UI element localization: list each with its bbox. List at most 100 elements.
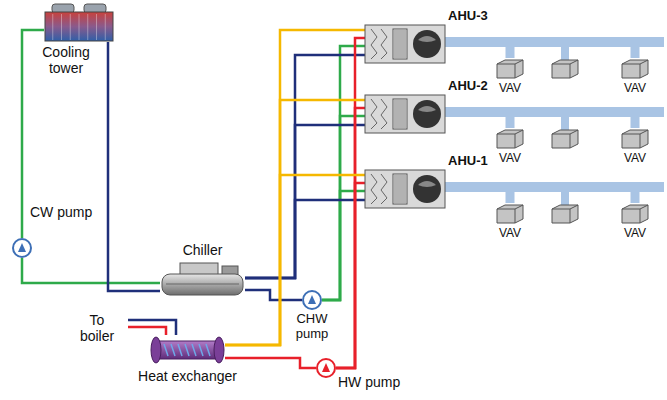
component-label: HW pump: [338, 374, 400, 390]
ahu-filter: [371, 174, 387, 204]
label-box: AHU-1: [448, 154, 488, 169]
label-box: VAV: [490, 82, 530, 96]
component-label: Chiller: [183, 242, 223, 258]
vav-edge: [552, 205, 578, 223]
hx-shell: [156, 341, 219, 359]
tower-slat: [52, 14, 53, 40]
water-pipe: [108, 42, 160, 291]
tower-slat: [79, 14, 80, 40]
ahu-casing: [365, 170, 445, 208]
component-label: VAV: [624, 151, 646, 165]
tower-slat: [87, 14, 88, 40]
ahu-fan: [413, 100, 441, 128]
ahu-filter: [371, 29, 387, 59]
pump: CW pump: [12, 238, 32, 258]
boiler-pipe: [128, 320, 176, 335]
tower-body: [45, 12, 113, 41]
water-pipe: [322, 46, 365, 300]
vav-box: VAV: [620, 203, 650, 225]
ahu-coil-fin: [395, 30, 396, 58]
pump-triangle: [322, 363, 330, 372]
hx-tube: [199, 344, 203, 356]
water-pipe: [225, 30, 365, 345]
water-pipe: [336, 183, 365, 368]
vav-body: [497, 205, 523, 223]
component-label: AHU-1: [448, 153, 488, 168]
component-icon: [302, 290, 322, 310]
label-box: AHU-2: [448, 79, 488, 94]
ahu-coil: [393, 99, 407, 129]
cooling-tower: Cooling tower: [44, 4, 114, 42]
ahu-coil: [393, 29, 407, 59]
ahu-coil-fin: [405, 175, 406, 203]
vav-box: [552, 205, 578, 223]
ahu-coil-fin: [405, 30, 406, 58]
pipe-label: To boiler: [80, 312, 114, 344]
label-box: HW pump: [338, 374, 400, 390]
component-label: Heat exchanger: [138, 368, 237, 384]
water-pipe: [225, 358, 316, 368]
pump-casing: [303, 291, 321, 309]
pump-triangle: [308, 295, 316, 304]
air-handling-unit: AHU-1: [365, 170, 445, 208]
component-icon: [620, 128, 650, 150]
component-icon: [365, 95, 445, 133]
vav-box: VAV: [495, 128, 525, 150]
component-label: VAV: [624, 81, 646, 95]
ahu-coil-fin: [405, 100, 406, 128]
ahu-fan: [413, 175, 441, 203]
ahu-coil-fin: [399, 100, 400, 128]
tower-slat: [61, 14, 62, 40]
water-pipe: [245, 55, 365, 278]
water-pipe: [336, 108, 365, 368]
vav-edge: [497, 60, 523, 78]
vav-box: [552, 60, 578, 78]
vav-body: [497, 130, 523, 148]
ahu-coil-fin: [403, 175, 404, 203]
component-label: VAV: [624, 226, 646, 240]
vav-edge: [622, 130, 648, 148]
water-pipe: [22, 258, 160, 283]
boiler-pipe: [128, 327, 166, 335]
ahu-coil-fin: [401, 100, 402, 128]
chiller-seam: [166, 284, 239, 285]
ahu-coil-fin: [397, 30, 398, 58]
ahu-coil-fin: [403, 30, 404, 58]
chiller-shell: [162, 274, 243, 295]
component-icon: [316, 358, 336, 378]
label-box: Cooling tower: [36, 44, 96, 76]
vav-edge: [497, 130, 523, 148]
label-box: Heat exchanger: [120, 368, 255, 384]
water-pipe: [245, 290, 302, 300]
component-icon: [495, 128, 525, 150]
pump-casing: [317, 359, 335, 377]
label-box: VAV: [490, 152, 530, 166]
component-icon: [150, 335, 225, 365]
component-icon: [12, 238, 32, 258]
label-box: To boiler: [72, 312, 122, 344]
hx-tube: [192, 344, 196, 356]
vav-body: [552, 130, 578, 148]
air-duct: [445, 112, 635, 128]
vav-body: [622, 130, 648, 148]
vav-body: [622, 205, 648, 223]
label-box: CHW pump: [292, 312, 332, 342]
ahu-coil-fin: [403, 100, 404, 128]
hx-tube: [164, 344, 168, 356]
component-label: Cooling tower: [42, 44, 89, 76]
ahu-coil-fin: [397, 100, 398, 128]
component-icon: [495, 58, 525, 80]
hx-end: [214, 337, 224, 363]
label-box: VAV: [615, 152, 655, 166]
air-handling-unit: AHU-3: [365, 25, 445, 63]
hx-end: [151, 337, 161, 363]
water-pipe: [322, 116, 365, 300]
component-icon: [365, 25, 445, 63]
label-box: VAV: [615, 227, 655, 241]
component-label: CW pump: [30, 204, 92, 220]
component-icon: [620, 203, 650, 225]
air-handling-unit: AHU-2: [365, 95, 445, 133]
vav-edge: [552, 60, 578, 78]
ahu-coil-fin: [397, 175, 398, 203]
